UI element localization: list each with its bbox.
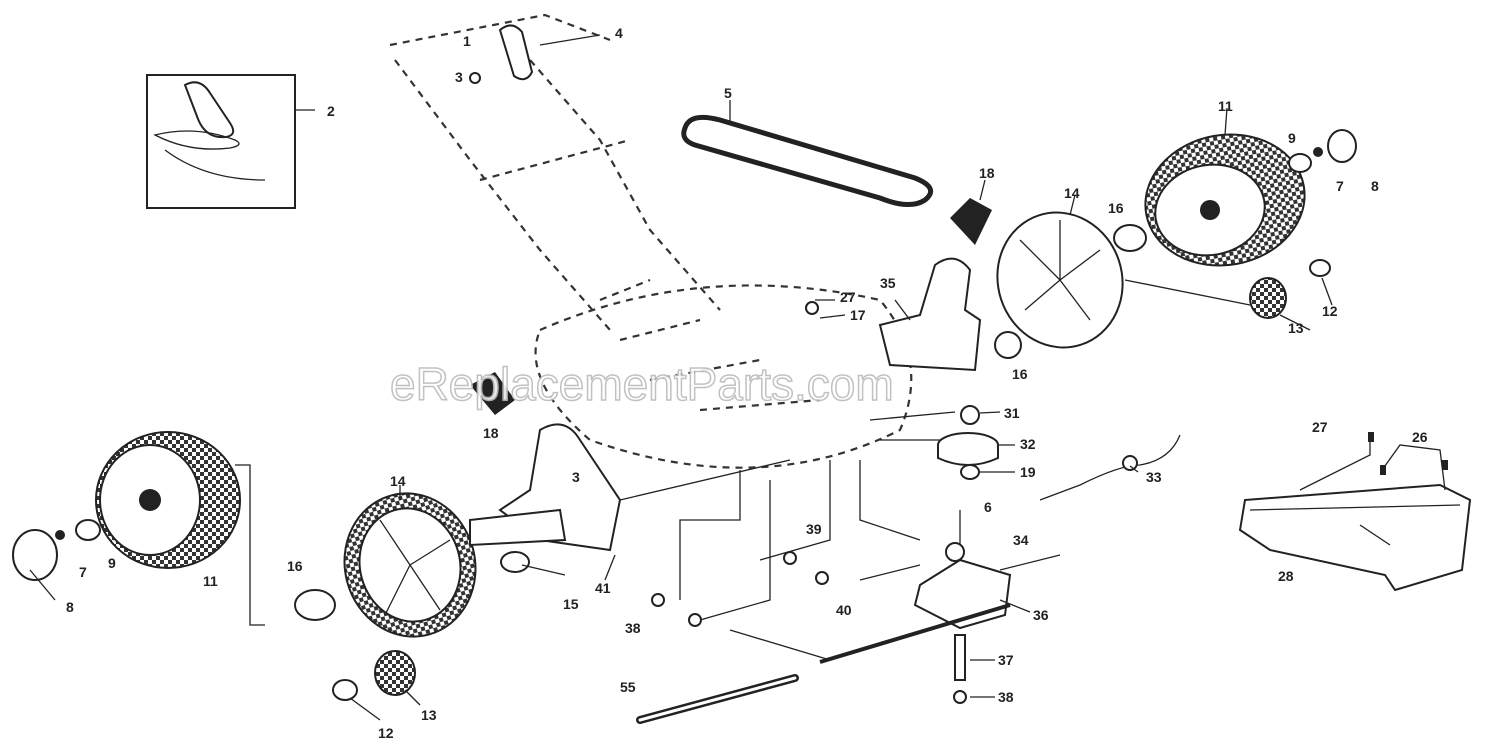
drive-belt: [681, 100, 934, 207]
pulley: [937, 405, 999, 480]
callout-16-left: 16: [287, 558, 303, 574]
callout-12-right: 12: [1322, 303, 1338, 319]
left-small-parts: [12, 519, 336, 621]
handle-assembly: [389, 13, 721, 331]
callout-15: 15: [563, 596, 579, 612]
right-small-parts: [994, 129, 1357, 359]
callout-37: 37: [998, 652, 1014, 668]
callout-6: 6: [984, 499, 992, 515]
callout-8-left: 8: [66, 599, 74, 615]
left-gear: [374, 650, 416, 696]
callout-40: 40: [836, 602, 852, 618]
callout-38-left: 38: [625, 620, 641, 636]
callout-36: 36: [1033, 607, 1049, 623]
callout-9-left: 9: [108, 555, 116, 571]
callout-16-right: 16: [1108, 200, 1124, 216]
callout-7-left: 7: [79, 564, 87, 580]
bushing: [500, 551, 530, 573]
callout-13-left: 13: [421, 707, 437, 723]
callout-8-right: 8: [1371, 178, 1379, 194]
callout-28: 28: [1278, 568, 1294, 584]
right-wheel: [1144, 107, 1306, 267]
right-hubcap: [996, 194, 1124, 349]
callout-27-top: 27: [840, 289, 856, 305]
callout-18-top: 18: [979, 165, 995, 181]
callout-7-right: 7: [1336, 178, 1344, 194]
grip-left: [470, 372, 515, 415]
callout-3: 3: [455, 69, 463, 85]
callout-41: 41: [595, 580, 611, 596]
height-adjust-bracket: [878, 257, 982, 372]
callout-4: 4: [615, 25, 623, 41]
callout-19: 19: [1020, 464, 1036, 480]
rear-chute: [1238, 432, 1472, 592]
axle-bracket: [469, 423, 791, 552]
callout-9-right: 9: [1288, 130, 1296, 146]
callout-55: 55: [620, 679, 636, 695]
callout-39: 39: [806, 521, 822, 537]
callout-38-bottom: 38: [998, 689, 1014, 705]
callout-34: 34: [1013, 532, 1029, 548]
leader-lines: [29, 277, 1333, 721]
callout-11-right: 11: [1218, 98, 1233, 114]
callout-16-mid: 16: [1012, 366, 1028, 382]
callout-18-left: 18: [483, 425, 499, 441]
callout-1: 1: [463, 33, 471, 49]
transmission: [819, 510, 1061, 704]
callout-32: 32: [1020, 436, 1036, 452]
callout-14-left: 14: [390, 473, 406, 489]
callout-13-right: 13: [1288, 320, 1304, 336]
callout-35: 35: [880, 275, 896, 291]
watermark-text: eReplacementParts.com: [390, 358, 894, 410]
left-washer: [332, 679, 358, 701]
cable-inset: [146, 74, 315, 209]
callout-31: 31: [1004, 405, 1020, 421]
callout-33: 33: [1146, 469, 1162, 485]
callout-2: 2: [327, 103, 335, 119]
callout-27-right: 27: [1312, 419, 1328, 435]
callout-3b: 3: [572, 469, 580, 485]
callout-11-left: 11: [203, 573, 218, 589]
grip-top: [950, 198, 992, 245]
left-wheel: [95, 431, 265, 626]
connecting-lines: [679, 460, 921, 661]
callout-5: 5: [724, 85, 732, 101]
left-hubcap: [343, 485, 477, 638]
callout-labels: 1 2 3 3 4 5 6 7 7 8 8 9 9 11 11 12 12 13…: [66, 25, 1428, 741]
callout-17: 17: [850, 307, 866, 323]
callout-12-left: 12: [378, 725, 394, 741]
callout-14-right: 14: [1064, 185, 1080, 201]
callout-26: 26: [1412, 429, 1428, 445]
nuts: [469, 72, 829, 627]
control-cable: [859, 434, 1181, 581]
